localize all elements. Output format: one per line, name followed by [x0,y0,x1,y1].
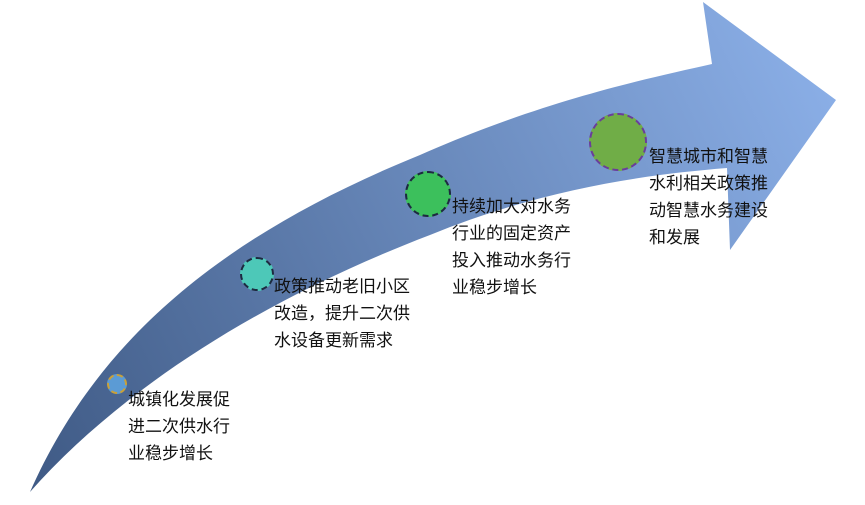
milestone-3-label: 持续加大对水务 行业的固定资产 投入推动水务行 业稳步增长 [452,197,571,298]
milestone-2-label: 政策推动老旧小区 改造，提升二次供 水设备更新需求 [274,277,410,351]
milestone-1-marker [107,374,127,394]
milestone-2-marker [240,257,274,291]
milestone-4-label: 智慧城市和智慧 水利相关政策推 动智慧水务建设 和发展 [649,147,768,248]
milestone-4-marker [589,113,647,171]
milestone-1-label: 城镇化发展促 进二次供水行 业稳步增长 [128,390,230,464]
milestone-3-marker [405,171,451,217]
